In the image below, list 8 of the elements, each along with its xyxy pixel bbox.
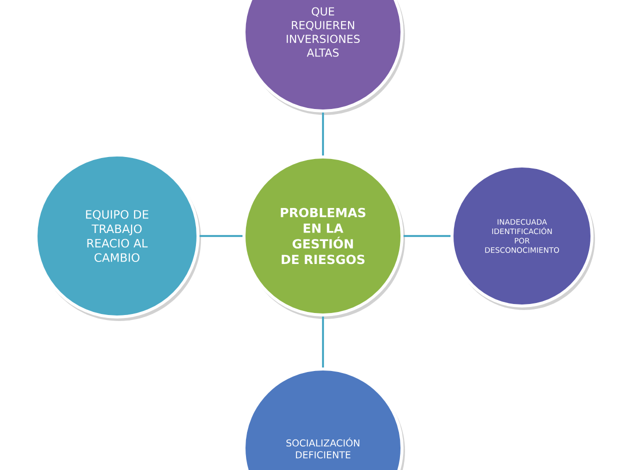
circle-node: SOCIALIZACIÓN DEFICIENTE bbox=[242, 368, 405, 470]
circle-node: QUE REQUIEREN INVERSIONES ALTAS bbox=[242, 0, 405, 115]
connector-line bbox=[404, 235, 450, 237]
connector-line bbox=[322, 316, 324, 368]
circle-node: PROBLEMAS EN LA GESTIÓN DE RIESGOS bbox=[242, 156, 405, 319]
connector-line bbox=[322, 112, 324, 156]
connector-line bbox=[200, 235, 242, 237]
circle-node: EQUIPO DE TRABAJO REACIO AL CAMBIO bbox=[34, 154, 201, 321]
